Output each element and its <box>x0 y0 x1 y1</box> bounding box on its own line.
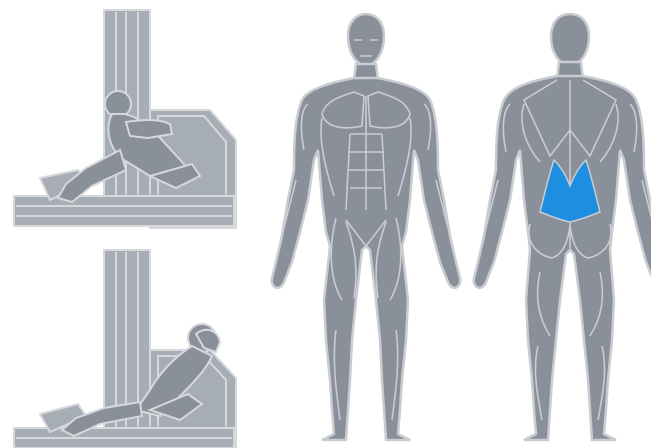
body-back-view <box>474 14 651 440</box>
front-silhouette <box>272 14 461 440</box>
exercise-start-position-panel <box>14 10 236 228</box>
body-front-view <box>272 14 461 440</box>
back-silhouette <box>474 14 651 440</box>
exercise-end-position-panel <box>14 250 236 448</box>
